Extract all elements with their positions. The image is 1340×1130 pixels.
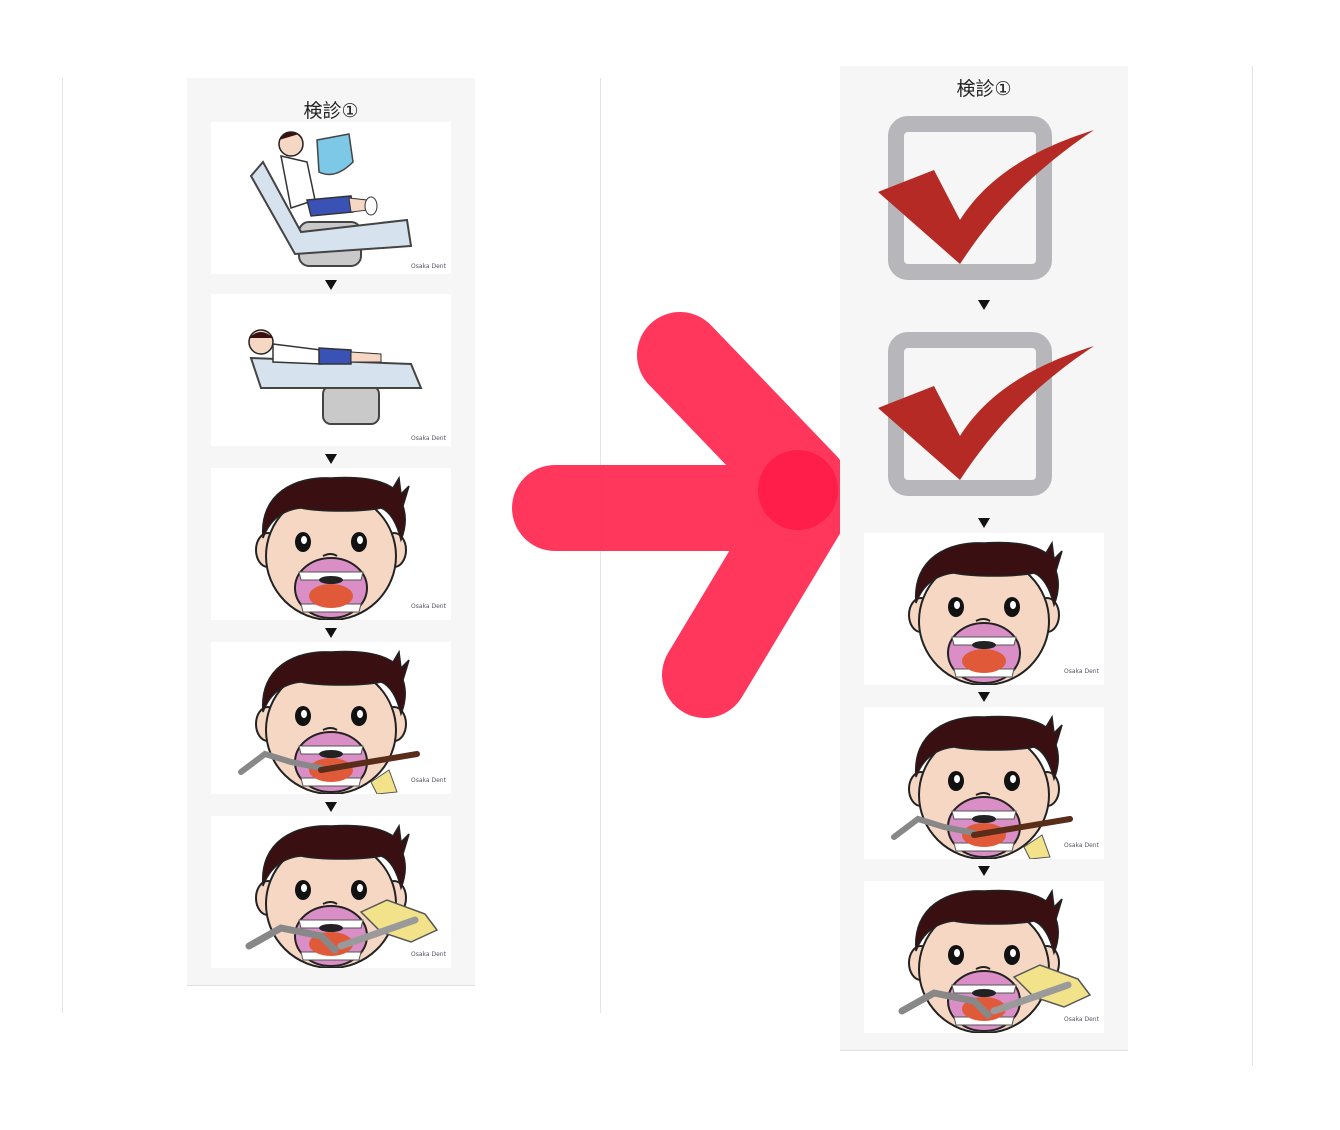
checked-step-card [864, 112, 1104, 282]
mirror-and-probe-exam-illustration [891, 707, 1104, 859]
before-panel-title: 検診① [303, 100, 359, 122]
svg-text:Osaka Dent: Osaka Dent [411, 263, 447, 270]
divider-right [1252, 66, 1253, 1066]
step-mirror-probe-card [864, 707, 1104, 859]
step-arrow-down-icon [978, 518, 990, 528]
red-checkmark-box-icon [864, 112, 1104, 282]
step-arrow-down-icon [325, 280, 337, 290]
step-suction-handpiece-card [211, 816, 451, 968]
step-arrow-down-icon [978, 866, 990, 876]
step-lying-chair-card: Osaka Dent [211, 294, 451, 446]
step-suction-handpiece-card [864, 881, 1104, 1033]
step-mirror-probe-card [211, 642, 451, 794]
reclining-dental-chair-patient-illustration: Osaka Dent [249, 131, 447, 270]
step-reclining-chair-card: Osaka Dent [211, 122, 451, 274]
step-arrow-down-icon [978, 692, 990, 702]
right-arrow-icon [512, 312, 853, 718]
lying-dental-chair-patient-illustration: Osaka Dent [248, 329, 447, 442]
checked-step-card [864, 328, 1104, 498]
red-checkmark-box-icon [864, 328, 1104, 498]
after-panel-title: 検診① [956, 78, 1012, 100]
divider-left [62, 78, 63, 1013]
step-arrow-down-icon [325, 802, 337, 812]
svg-text:Osaka Dent: Osaka Dent [411, 435, 447, 442]
step-arrow-down-icon [325, 628, 337, 638]
step-arrow-down-icon [978, 300, 990, 310]
suction-and-handpiece-illustration [898, 881, 1104, 1033]
after-panel: 検診① [840, 66, 1128, 1051]
step-open-mouth-card [864, 533, 1104, 685]
suction-and-handpiece-illustration [245, 816, 451, 968]
open-mouth-face-illustration [211, 468, 451, 620]
open-mouth-face-illustration [864, 533, 1104, 685]
step-open-mouth-card [211, 468, 451, 620]
step-arrow-down-icon [325, 454, 337, 464]
before-panel: 検診① Osaka Dent Osaka Dent [187, 78, 475, 986]
mirror-and-probe-exam-illustration [238, 642, 451, 794]
